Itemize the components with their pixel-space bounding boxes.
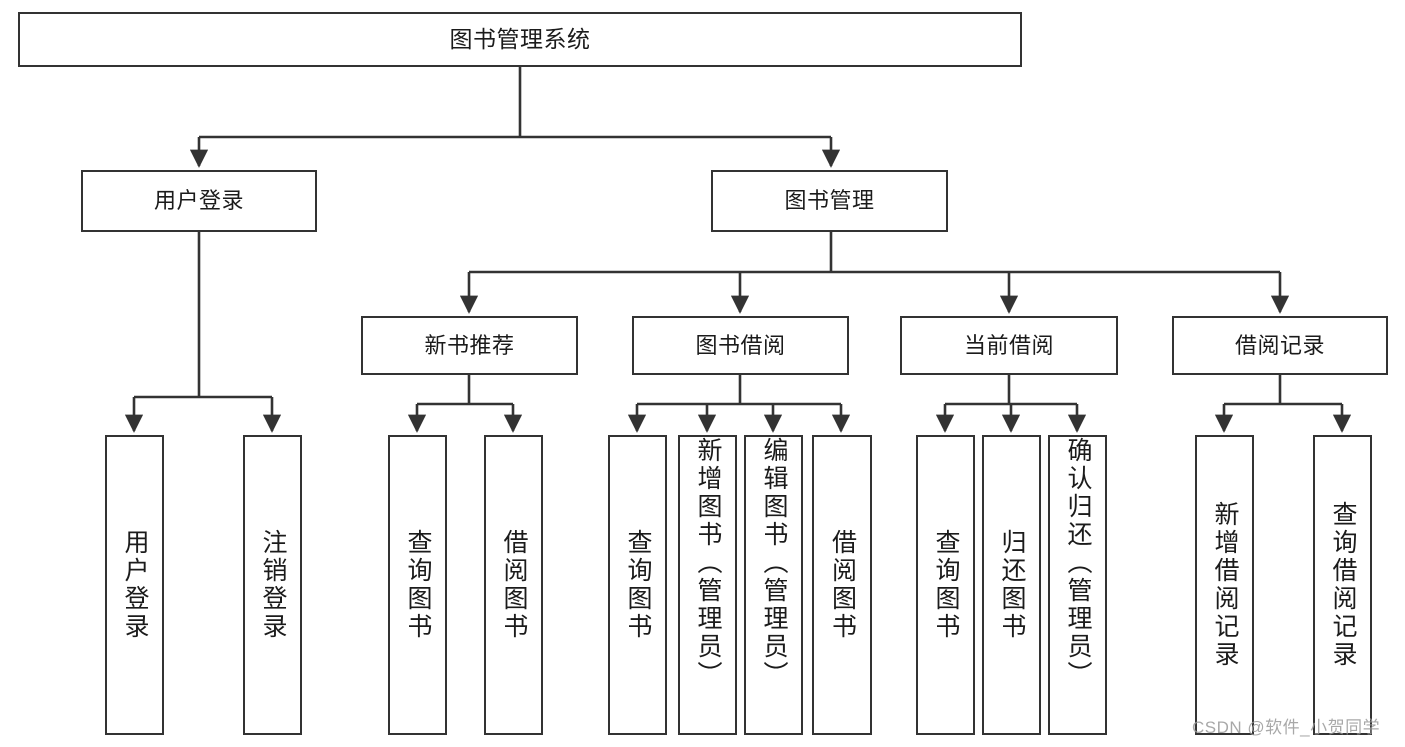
- leaf-current-borrow-return[interactable]: 归还图书: [982, 435, 1041, 735]
- node-label: 新增借阅记录: [1211, 501, 1239, 669]
- node-label: 归还图书: [998, 529, 1026, 641]
- node-borrow-record[interactable]: 借阅记录: [1172, 316, 1388, 375]
- node-label: 当前借阅: [963, 332, 1054, 358]
- node-label: 查询图书: [404, 529, 432, 641]
- node-user-login[interactable]: 用户登录: [81, 170, 317, 232]
- node-label: 编辑图书（管理员）: [760, 437, 788, 689]
- node-book-management[interactable]: 图书管理: [711, 170, 948, 232]
- node-label: 用户登录: [153, 188, 244, 214]
- watermark-text: CSDN @软件_小贺同学: [1192, 718, 1381, 737]
- node-label: 借阅图书: [828, 529, 857, 641]
- leaf-book-borrow-add[interactable]: 新增图书（管理员）: [678, 435, 737, 735]
- node-label: 查询图书: [624, 529, 652, 641]
- leaf-user-login-login[interactable]: 用户登录: [105, 435, 164, 735]
- leaf-new-book-borrow[interactable]: 借阅图书: [484, 435, 543, 735]
- node-label: 新增图书（管理员）: [694, 437, 722, 689]
- node-label: 借阅记录: [1234, 332, 1325, 358]
- node-label: 借阅图书: [500, 529, 528, 641]
- node-label: 用户登录: [121, 529, 149, 641]
- node-label: 查询借阅记录: [1329, 501, 1357, 669]
- node-label: 查询图书: [932, 529, 960, 641]
- node-label: 新书推荐: [424, 332, 515, 358]
- leaf-user-login-logout[interactable]: 注销登录: [243, 435, 302, 735]
- leaf-current-borrow-confirm-return[interactable]: 确认归还（管理员）: [1048, 435, 1107, 735]
- node-label: 图书管理系统: [449, 25, 591, 52]
- leaf-book-borrow-edit[interactable]: 编辑图书（管理员）: [744, 435, 803, 735]
- node-book-borrow[interactable]: 图书借阅: [632, 316, 849, 375]
- node-label: 确认归还（管理员）: [1064, 437, 1092, 689]
- node-root-system[interactable]: 图书管理系统: [18, 12, 1022, 67]
- node-new-book-recommend[interactable]: 新书推荐: [361, 316, 578, 375]
- leaf-borrow-record-add[interactable]: 新增借阅记录: [1195, 435, 1254, 735]
- leaf-book-borrow-borrow[interactable]: 借阅图书: [812, 435, 872, 735]
- leaf-borrow-record-query[interactable]: 查询借阅记录: [1313, 435, 1372, 735]
- leaf-current-borrow-query[interactable]: 查询图书: [916, 435, 975, 735]
- leaf-new-book-query[interactable]: 查询图书: [388, 435, 447, 735]
- node-current-borrow[interactable]: 当前借阅: [900, 316, 1118, 375]
- node-label: 图书管理: [784, 188, 875, 214]
- node-label: 注销登录: [259, 529, 287, 641]
- leaf-book-borrow-query[interactable]: 查询图书: [608, 435, 667, 735]
- node-label: 图书借阅: [695, 332, 786, 358]
